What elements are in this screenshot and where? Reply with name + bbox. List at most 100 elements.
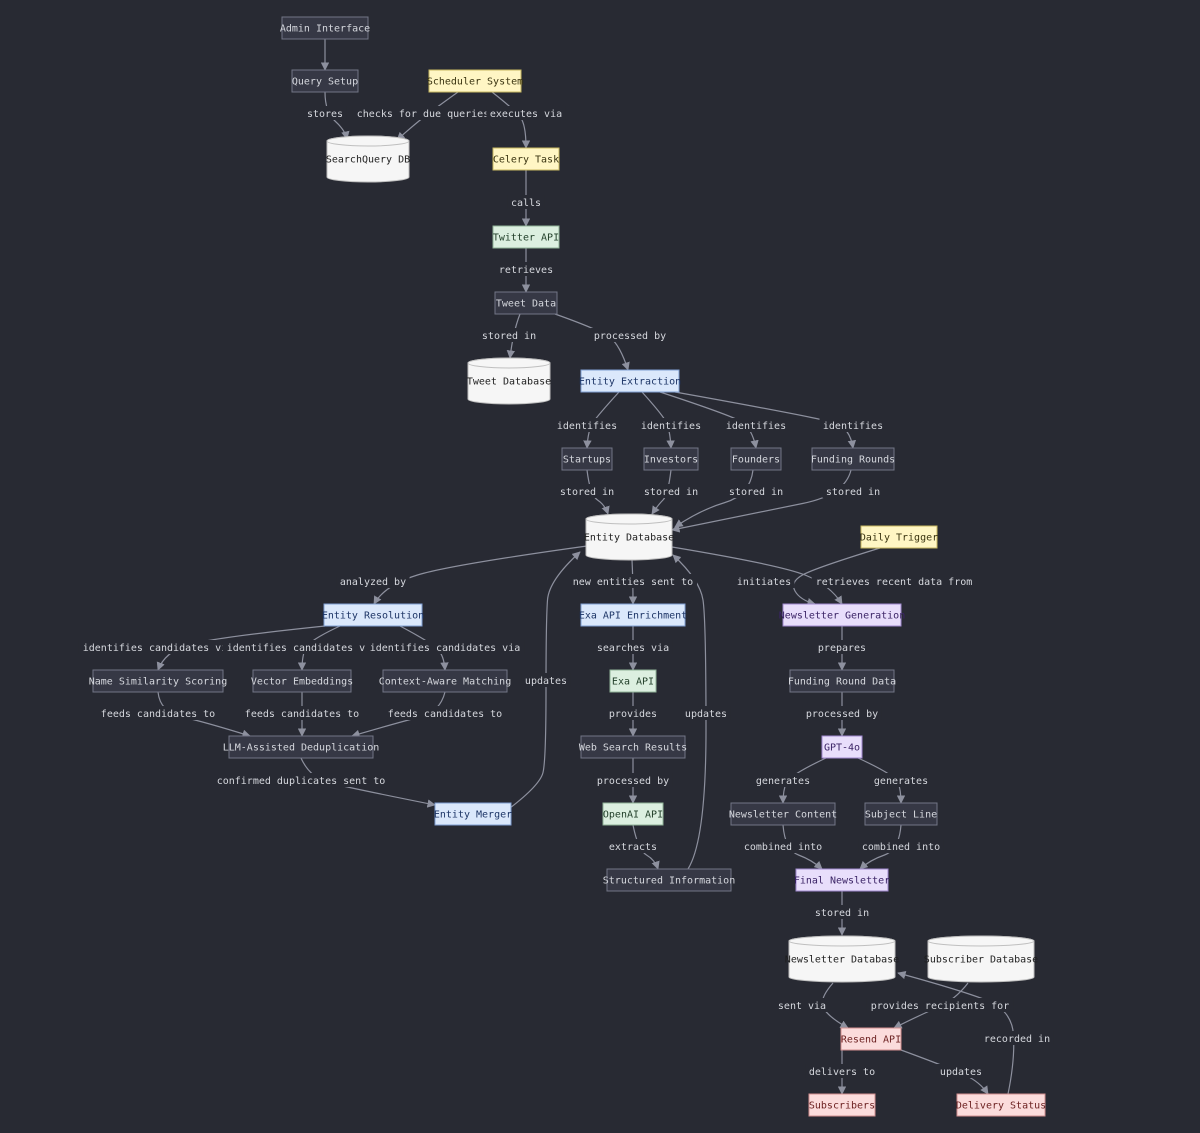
- node-label: Subscriber Database: [924, 955, 1038, 966]
- edge-daily-trigger-to-newsletter-generation: [792, 547, 881, 607]
- edge-label-background: [811, 574, 977, 588]
- edge-label-background: [733, 574, 795, 588]
- node-exa-api-enrichment[interactable]: Exa API Enrichment: [579, 603, 687, 627]
- node-label: Scheduler System: [427, 77, 523, 88]
- node-box: [92, 669, 224, 693]
- node-delivery-status[interactable]: Delivery Status: [956, 1093, 1046, 1117]
- node-newsletter-content[interactable]: Newsletter Content: [729, 802, 837, 826]
- node-box: [789, 669, 895, 693]
- node-label: Context-Aware Matching: [379, 677, 511, 688]
- node-vector-embeddings[interactable]: Vector Embeddings: [251, 669, 353, 693]
- node-investors[interactable]: Investors: [643, 447, 699, 471]
- edge-label: provides: [609, 709, 657, 720]
- edge-label-background: [553, 418, 621, 432]
- node-openai-api[interactable]: OpenAI API: [602, 802, 664, 826]
- node-entity-resolution[interactable]: Entity Resolution: [322, 603, 424, 627]
- node-celery-task[interactable]: Celery Task: [492, 147, 560, 171]
- edge-label: processed by: [806, 709, 878, 720]
- node-scheduler-system[interactable]: Scheduler System: [427, 69, 523, 93]
- node-tweet-database[interactable]: Tweet Database: [467, 357, 551, 405]
- edge-label: recorded in: [984, 1034, 1050, 1045]
- node-entity-extraction[interactable]: Entity Extraction: [579, 369, 681, 393]
- node-query-setup[interactable]: Query Setup: [291, 69, 359, 93]
- node-label: Delivery Status: [956, 1101, 1046, 1112]
- node-box: [956, 1093, 1046, 1117]
- edge-label-background: [640, 484, 702, 498]
- node-label: Twitter API: [493, 233, 559, 244]
- node-label: Newsletter Generation: [779, 611, 905, 622]
- node-funding-round-data[interactable]: Funding Round Data: [788, 669, 896, 693]
- node-structured-information[interactable]: Structured Information: [603, 868, 735, 892]
- node-subject-line[interactable]: Subject Line: [864, 802, 938, 826]
- edge-label-background: [858, 839, 944, 853]
- edge-label-background: [980, 1031, 1054, 1045]
- node-entity-merger[interactable]: Entity Merger: [434, 802, 512, 826]
- node-final-newsletter[interactable]: Final Newsletter: [794, 868, 890, 892]
- node-newsletter-generation[interactable]: Newsletter Generation: [779, 603, 905, 627]
- edge-label: updates: [940, 1067, 982, 1078]
- node-daily-trigger[interactable]: Daily Trigger: [860, 525, 938, 549]
- edge-label: stores: [307, 109, 343, 120]
- node-box: [602, 802, 664, 826]
- edge-label-background: [811, 905, 873, 919]
- edge-subject-line-to-final-newsletter: [859, 824, 902, 870]
- edge-label: identifies: [641, 421, 701, 432]
- edge-label-background: [97, 706, 219, 720]
- edge-label: identifies: [726, 421, 786, 432]
- edge-label: extracts: [609, 842, 657, 853]
- node-label: Founders: [732, 455, 780, 466]
- node-label: Resend API: [841, 1035, 901, 1046]
- node-twitter-api[interactable]: Twitter API: [492, 225, 560, 249]
- node-label: Subscribers: [809, 1101, 875, 1112]
- edge-label-background: [814, 640, 870, 654]
- node-box: [840, 1027, 902, 1051]
- node-label: Tweet Database: [467, 377, 551, 388]
- edge-label-background: [478, 328, 540, 342]
- node-name-similarity-scoring[interactable]: Name Similarity Scoring: [89, 669, 227, 693]
- node-context-aware-matching[interactable]: Context-Aware Matching: [379, 669, 511, 693]
- node-searchquery-db[interactable]: SearchQuery DB: [326, 135, 410, 183]
- edge-label: identifies: [823, 421, 883, 432]
- node-funding-rounds[interactable]: Funding Rounds: [811, 447, 895, 471]
- node-entity-database[interactable]: Entity Database: [584, 513, 674, 561]
- node-startups[interactable]: Startups: [561, 447, 613, 471]
- node-label: GPT-4o: [824, 743, 860, 754]
- node-label: OpenAI API: [603, 810, 663, 821]
- node-label: Newsletter Content: [729, 810, 837, 821]
- node-founders[interactable]: Founders: [730, 447, 782, 471]
- node-label: SearchQuery DB: [326, 155, 410, 166]
- node-box: [609, 669, 657, 693]
- node-tweet-data[interactable]: Tweet Data: [494, 291, 558, 315]
- node-label: Exa API Enrichment: [579, 611, 687, 622]
- node-gpt-4o[interactable]: GPT-4o: [821, 735, 863, 759]
- edge-label: prepares: [818, 643, 866, 654]
- edge-label-background: [870, 773, 932, 787]
- edge-entity-merger-to-entity-database: [509, 551, 581, 809]
- node-exa-api[interactable]: Exa API: [609, 669, 657, 693]
- node-box: [606, 868, 732, 892]
- node-subscribers[interactable]: Subscribers: [808, 1093, 876, 1117]
- node-subscriber-database[interactable]: Subscriber Database: [924, 935, 1038, 983]
- node-label: Vector Embeddings: [251, 677, 353, 688]
- node-llm-assisted-deduplication[interactable]: LLM-Assisted Deduplication: [223, 735, 380, 759]
- node-label: Entity Database: [584, 533, 674, 544]
- node-newsletter-database[interactable]: Newsletter Database: [785, 935, 899, 983]
- node-label: Tweet Data: [496, 299, 556, 310]
- node-resend-api[interactable]: Resend API: [840, 1027, 902, 1051]
- node-web-search-results[interactable]: Web Search Results: [579, 735, 687, 759]
- node-box: [580, 735, 686, 759]
- edge-label-background: [222, 640, 382, 654]
- edge-label: checks for due queries: [357, 109, 489, 120]
- edge-label: stored in: [482, 331, 536, 342]
- edge-label-background: [521, 673, 571, 687]
- edge-label-background: [637, 418, 705, 432]
- node-label: Newsletter Database: [785, 955, 899, 966]
- edge-label: sent via: [778, 1001, 826, 1012]
- node-admin-interface[interactable]: Admin Interface: [280, 16, 370, 40]
- node-label: Daily Trigger: [860, 533, 938, 544]
- edge-label: delivers to: [809, 1067, 875, 1078]
- database-cylinder-top: [467, 357, 551, 369]
